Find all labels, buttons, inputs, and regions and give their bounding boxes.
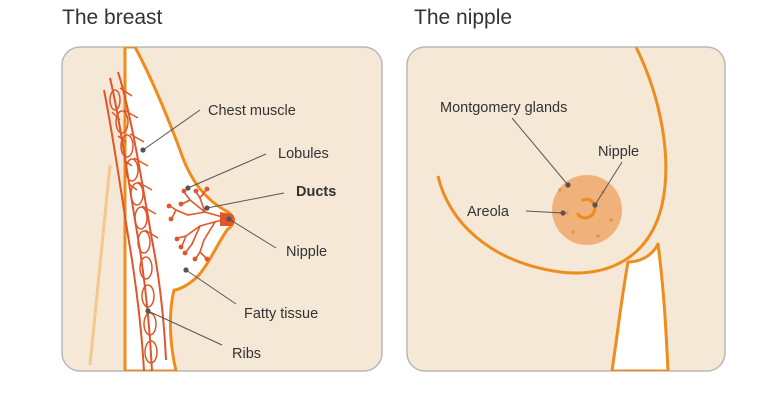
nipple-leader-right (594, 161, 623, 206)
chest-muscle (103, 71, 167, 371)
label-nipple-left: Nipple (286, 244, 327, 260)
chest-muscle-leader (142, 109, 201, 151)
nipple-panel: Montgomery glands Nipple Areola (406, 46, 726, 372)
ribs-dot (145, 308, 151, 314)
nipple-dot-left (226, 216, 232, 222)
areola (552, 175, 622, 245)
nipple-panel-title: The nipple (414, 6, 513, 29)
nipple-dot-right (592, 202, 598, 208)
ribs-leader (147, 310, 223, 346)
breast-front-outline (436, 47, 668, 275)
lobules-dot (185, 185, 191, 191)
lobules-leader (187, 153, 267, 189)
arm-shape (610, 242, 670, 371)
label-nipple-right: Nipple (598, 144, 639, 160)
ducts-leader (206, 192, 285, 209)
back-line (88, 164, 112, 366)
fatty-tissue-leader (185, 269, 237, 305)
chest-muscle-dot (140, 147, 146, 153)
nipple-shape (576, 197, 597, 220)
nipple-leader-left (228, 218, 277, 249)
label-ribs: Ribs (232, 346, 261, 362)
ducts-lobules (169, 189, 227, 259)
montgomery-glands-leader (511, 117, 569, 186)
montgomery-gland-dots (558, 188, 613, 238)
label-ducts: Ducts (296, 184, 336, 200)
lobule-dots (166, 186, 210, 262)
label-montgomery-glands: Montgomery glands (440, 100, 567, 116)
ducts-dot (204, 205, 210, 211)
label-areola: Areola (467, 204, 510, 220)
label-fatty-tissue: Fatty tissue (244, 306, 318, 322)
fatty-tissue-dot (183, 267, 189, 273)
montgomery-glands-dot (565, 182, 571, 188)
breast-panel: Chest muscle Lobules Ducts Nipple Fatty … (61, 46, 383, 372)
breast-panel-title: The breast (62, 6, 163, 29)
breast-profile (123, 47, 235, 371)
areola-dot (560, 210, 566, 216)
label-chest-muscle: Chest muscle (208, 103, 296, 119)
label-lobules: Lobules (278, 146, 329, 162)
areola-leader (525, 210, 564, 214)
